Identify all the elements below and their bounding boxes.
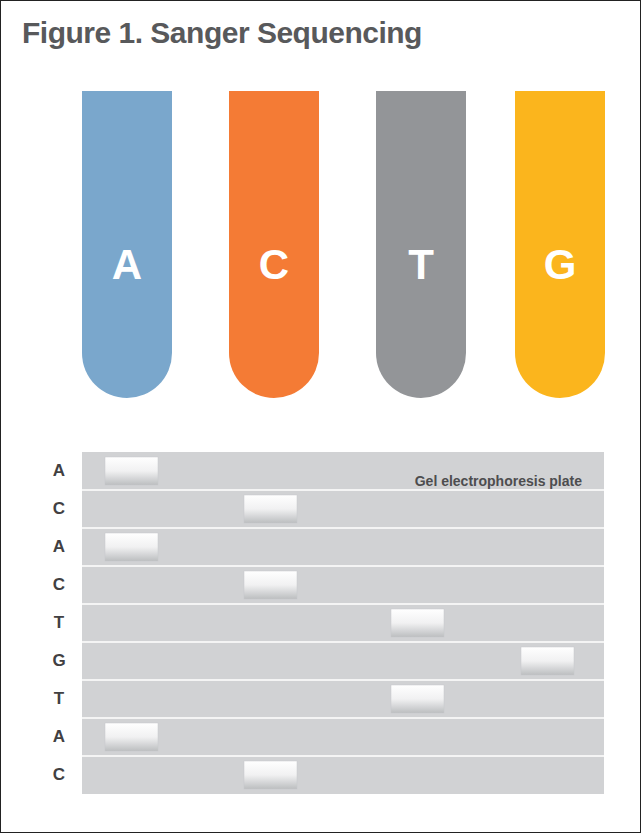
dna-band xyxy=(244,495,297,523)
dna-band xyxy=(105,457,158,485)
dna-band xyxy=(244,571,297,599)
dna-band xyxy=(244,761,297,789)
dna-band xyxy=(391,609,444,637)
gel-plate xyxy=(82,452,604,794)
test-tube: G xyxy=(515,91,605,398)
row-base-label: C xyxy=(44,499,74,519)
row-base-label: A xyxy=(44,537,74,557)
plate-label: Gel electrophoresis plate xyxy=(415,473,582,489)
dna-band xyxy=(391,685,444,713)
dna-band xyxy=(105,723,158,751)
row-base-label: C xyxy=(44,765,74,785)
dna-band xyxy=(521,647,574,675)
tube-letter: T xyxy=(408,244,434,286)
dna-band xyxy=(105,533,158,561)
tube-letter: G xyxy=(544,244,577,286)
row-base-label: T xyxy=(44,689,74,709)
tube-letter: A xyxy=(112,244,142,286)
row-base-label: A xyxy=(44,461,74,481)
tube-letter: C xyxy=(259,244,289,286)
row-base-label: G xyxy=(44,651,74,671)
row-base-label: T xyxy=(44,613,74,633)
gel-plate-area: Gel electrophoresis plate xyxy=(82,452,604,794)
test-tube: A xyxy=(82,91,172,398)
row-base-label: A xyxy=(44,727,74,747)
test-tube: T xyxy=(376,91,466,398)
test-tube: C xyxy=(229,91,319,398)
figure-title: Figure 1. Sanger Sequencing xyxy=(22,16,422,50)
row-base-label: C xyxy=(44,575,74,595)
